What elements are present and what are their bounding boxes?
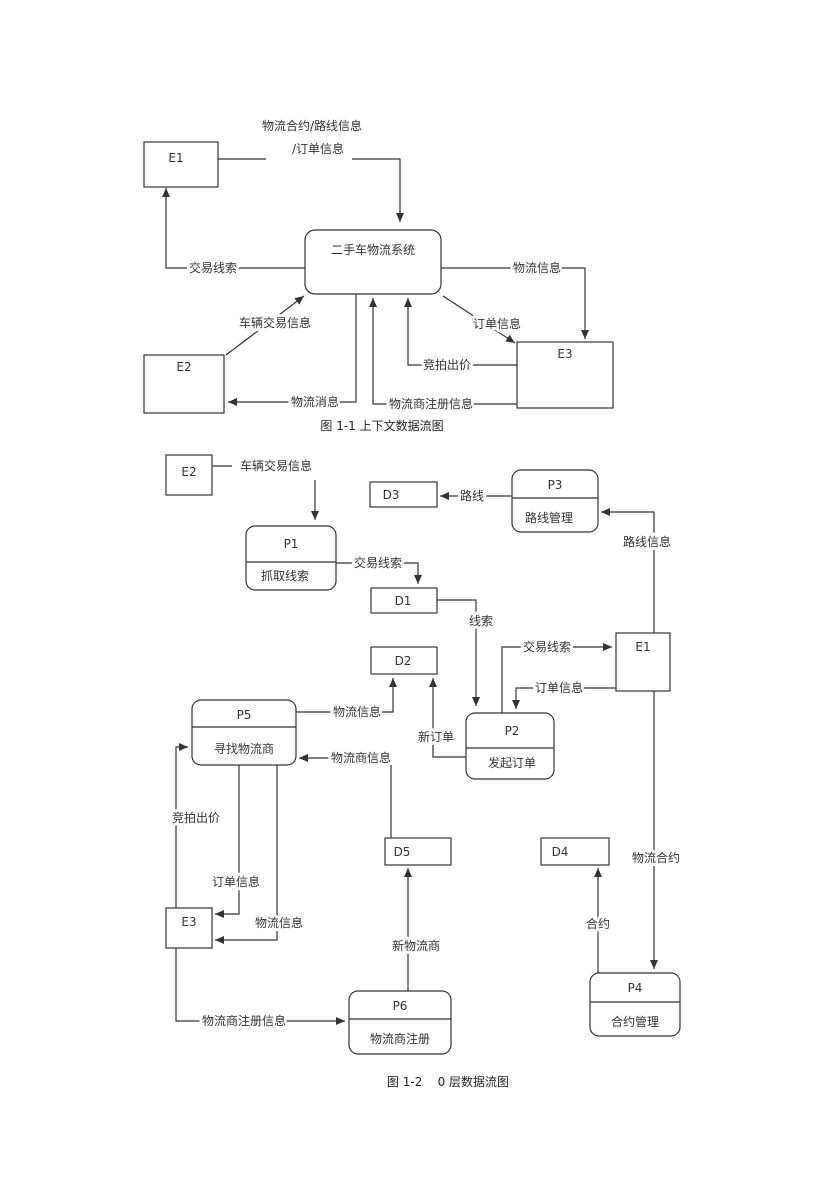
flow-system-to-e2 — [228, 294, 357, 406]
entity-e1-label: E1 — [168, 151, 183, 165]
flow-p1-to-d1 — [336, 562, 422, 584]
process-p3-box — [511, 469, 599, 533]
flow-label-order-info-e3: 订单信息 — [212, 874, 260, 889]
store-d4-box — [540, 837, 610, 866]
caption-1: 图 1-1 上下文数据流图 — [320, 418, 443, 433]
store-d2-label: D2 — [395, 654, 412, 668]
flow-label-contract: 合约 — [586, 916, 610, 931]
process-p4-box — [589, 972, 681, 1037]
flow-label-logistics-msg: 物流消息 — [291, 394, 339, 409]
flow-label-provider-info: 物流商信息 — [331, 750, 391, 765]
flow-label-new-provider: 新物流商 — [392, 938, 440, 953]
process-p2-id: P2 — [505, 724, 520, 738]
entity-e3-box — [516, 341, 614, 409]
entity-e1-box — [143, 141, 219, 188]
entity-e3-label-2: E3 — [181, 915, 196, 929]
flow-p5-to-e3-logistics — [215, 765, 278, 944]
process-p3-name: 路线管理 — [525, 510, 573, 525]
flow-label-logistics-info-e3: 物流信息 — [255, 915, 303, 930]
entity-e1-box-2 — [615, 632, 671, 692]
process-p2-box — [465, 712, 555, 780]
flow-label-contract-route-2: /订单信息 — [292, 141, 344, 156]
store-d4-label: D4 — [552, 845, 569, 859]
entity-e2-box-2 — [165, 454, 213, 496]
flow-label-trade-clue-e1: 交易线索 — [523, 639, 571, 654]
flow-label-provider-register: 物流商注册信息 — [389, 396, 473, 411]
flow-label-route-info: 路线信息 — [623, 534, 671, 549]
system-process — [304, 229, 442, 295]
flow-label-provider-register-2: 物流商注册信息 — [202, 1013, 286, 1028]
flow-d5-to-p5 — [299, 754, 392, 838]
store-d5-label: D5 — [394, 845, 411, 859]
flow-label-trade-clue-p1: 交易线索 — [354, 555, 402, 570]
process-p5-box — [191, 699, 297, 766]
entity-e2-label-2: E2 — [181, 465, 196, 479]
flow-e3-to-p5 — [175, 743, 188, 908]
flow-d1-to-p2 — [437, 599, 480, 706]
process-p5-id: P5 — [237, 708, 252, 722]
process-p4-id: P4 — [628, 981, 643, 995]
flow-e1-to-p3 — [601, 508, 655, 633]
flow-system-to-e1 — [162, 188, 305, 269]
flow-e1-to-p2 — [512, 687, 616, 709]
caption-2: 图 1-2 0 层数据流图 — [387, 1074, 509, 1089]
flow-p2-to-e1 — [501, 643, 612, 713]
flow-label-bid-price: 竞拍出价 — [423, 357, 471, 372]
process-p1-id: P1 — [284, 537, 299, 551]
store-d1-box — [370, 587, 438, 614]
process-p6-id: P6 — [393, 999, 408, 1013]
flow-label-vehicle-trade-2: 车辆交易信息 — [240, 458, 312, 473]
flow-label-contract-route-1: 物流合约/路线信息 — [262, 118, 362, 133]
store-d1-label: D1 — [395, 594, 412, 608]
flow-label-order-info-e1: 订单信息 — [535, 680, 583, 695]
flow-e3-to-system-register — [369, 298, 517, 405]
flow-system-to-e3-order — [442, 295, 516, 344]
flow-e3-to-p6 — [175, 948, 345, 1025]
entity-e1-label-2: E1 — [635, 640, 650, 654]
flow-label-order-info: 订单信息 — [473, 316, 521, 331]
flow-label-logistics-info: 物流信息 — [513, 260, 561, 275]
entity-e2-label: E2 — [176, 360, 191, 374]
flow-label-new-order: 新订单 — [418, 729, 454, 744]
process-p1-box — [245, 525, 337, 591]
store-d2-box — [370, 646, 438, 675]
store-d3-label: D3 — [383, 488, 400, 502]
flow-p5-to-e3-order — [215, 765, 240, 918]
flow-label-bid-price-2: 竞拍出价 — [172, 810, 220, 825]
process-p5-name: 寻找物流商 — [214, 741, 274, 756]
flow-e3-to-system-bid — [404, 298, 517, 366]
process-p2-name: 发起订单 — [488, 755, 536, 770]
flow-e1-to-system — [352, 158, 404, 222]
store-d5-box — [384, 837, 452, 866]
flow-label-logistics-info-p5: 物流信息 — [333, 704, 381, 719]
flow-label-trade-clue: 交易线索 — [189, 260, 237, 275]
entity-e3-box-2 — [165, 907, 213, 949]
process-p4-name: 合约管理 — [611, 1014, 659, 1029]
process-p3-id: P3 — [548, 478, 563, 492]
process-p1-name: 抓取线索 — [261, 569, 309, 583]
flow-p2-to-d2 — [429, 678, 466, 758]
level-0-diagram: E2 车辆交易信息 P1 抓取线索 交易线索 D1 线索 D2 D3 P3 路线… — [165, 454, 683, 1089]
flow-e2-to-system — [225, 295, 305, 356]
flow-label-route: 路线 — [460, 488, 484, 503]
context-diagram: E1 E2 E3 二手车物流系统 物流合约/路线信息 /订单信息 交易线索 车辆… — [143, 118, 614, 433]
system-process-label: 二手车物流系统 — [331, 242, 415, 257]
flow-system-to-e3-logistics — [441, 267, 589, 339]
flow-p5-to-d2 — [296, 678, 397, 713]
process-p6-name: 物流商注册 — [370, 1031, 430, 1046]
entity-e2-box — [143, 354, 225, 414]
flow-label-logistics-contract: 物流合约 — [632, 850, 680, 865]
entity-e3-label: E3 — [557, 347, 572, 361]
flow-label-clue: 线索 — [469, 614, 493, 628]
store-d3-box — [369, 481, 438, 508]
process-p6-box — [348, 990, 452, 1055]
flow-label-vehicle-trade: 车辆交易信息 — [239, 315, 311, 330]
